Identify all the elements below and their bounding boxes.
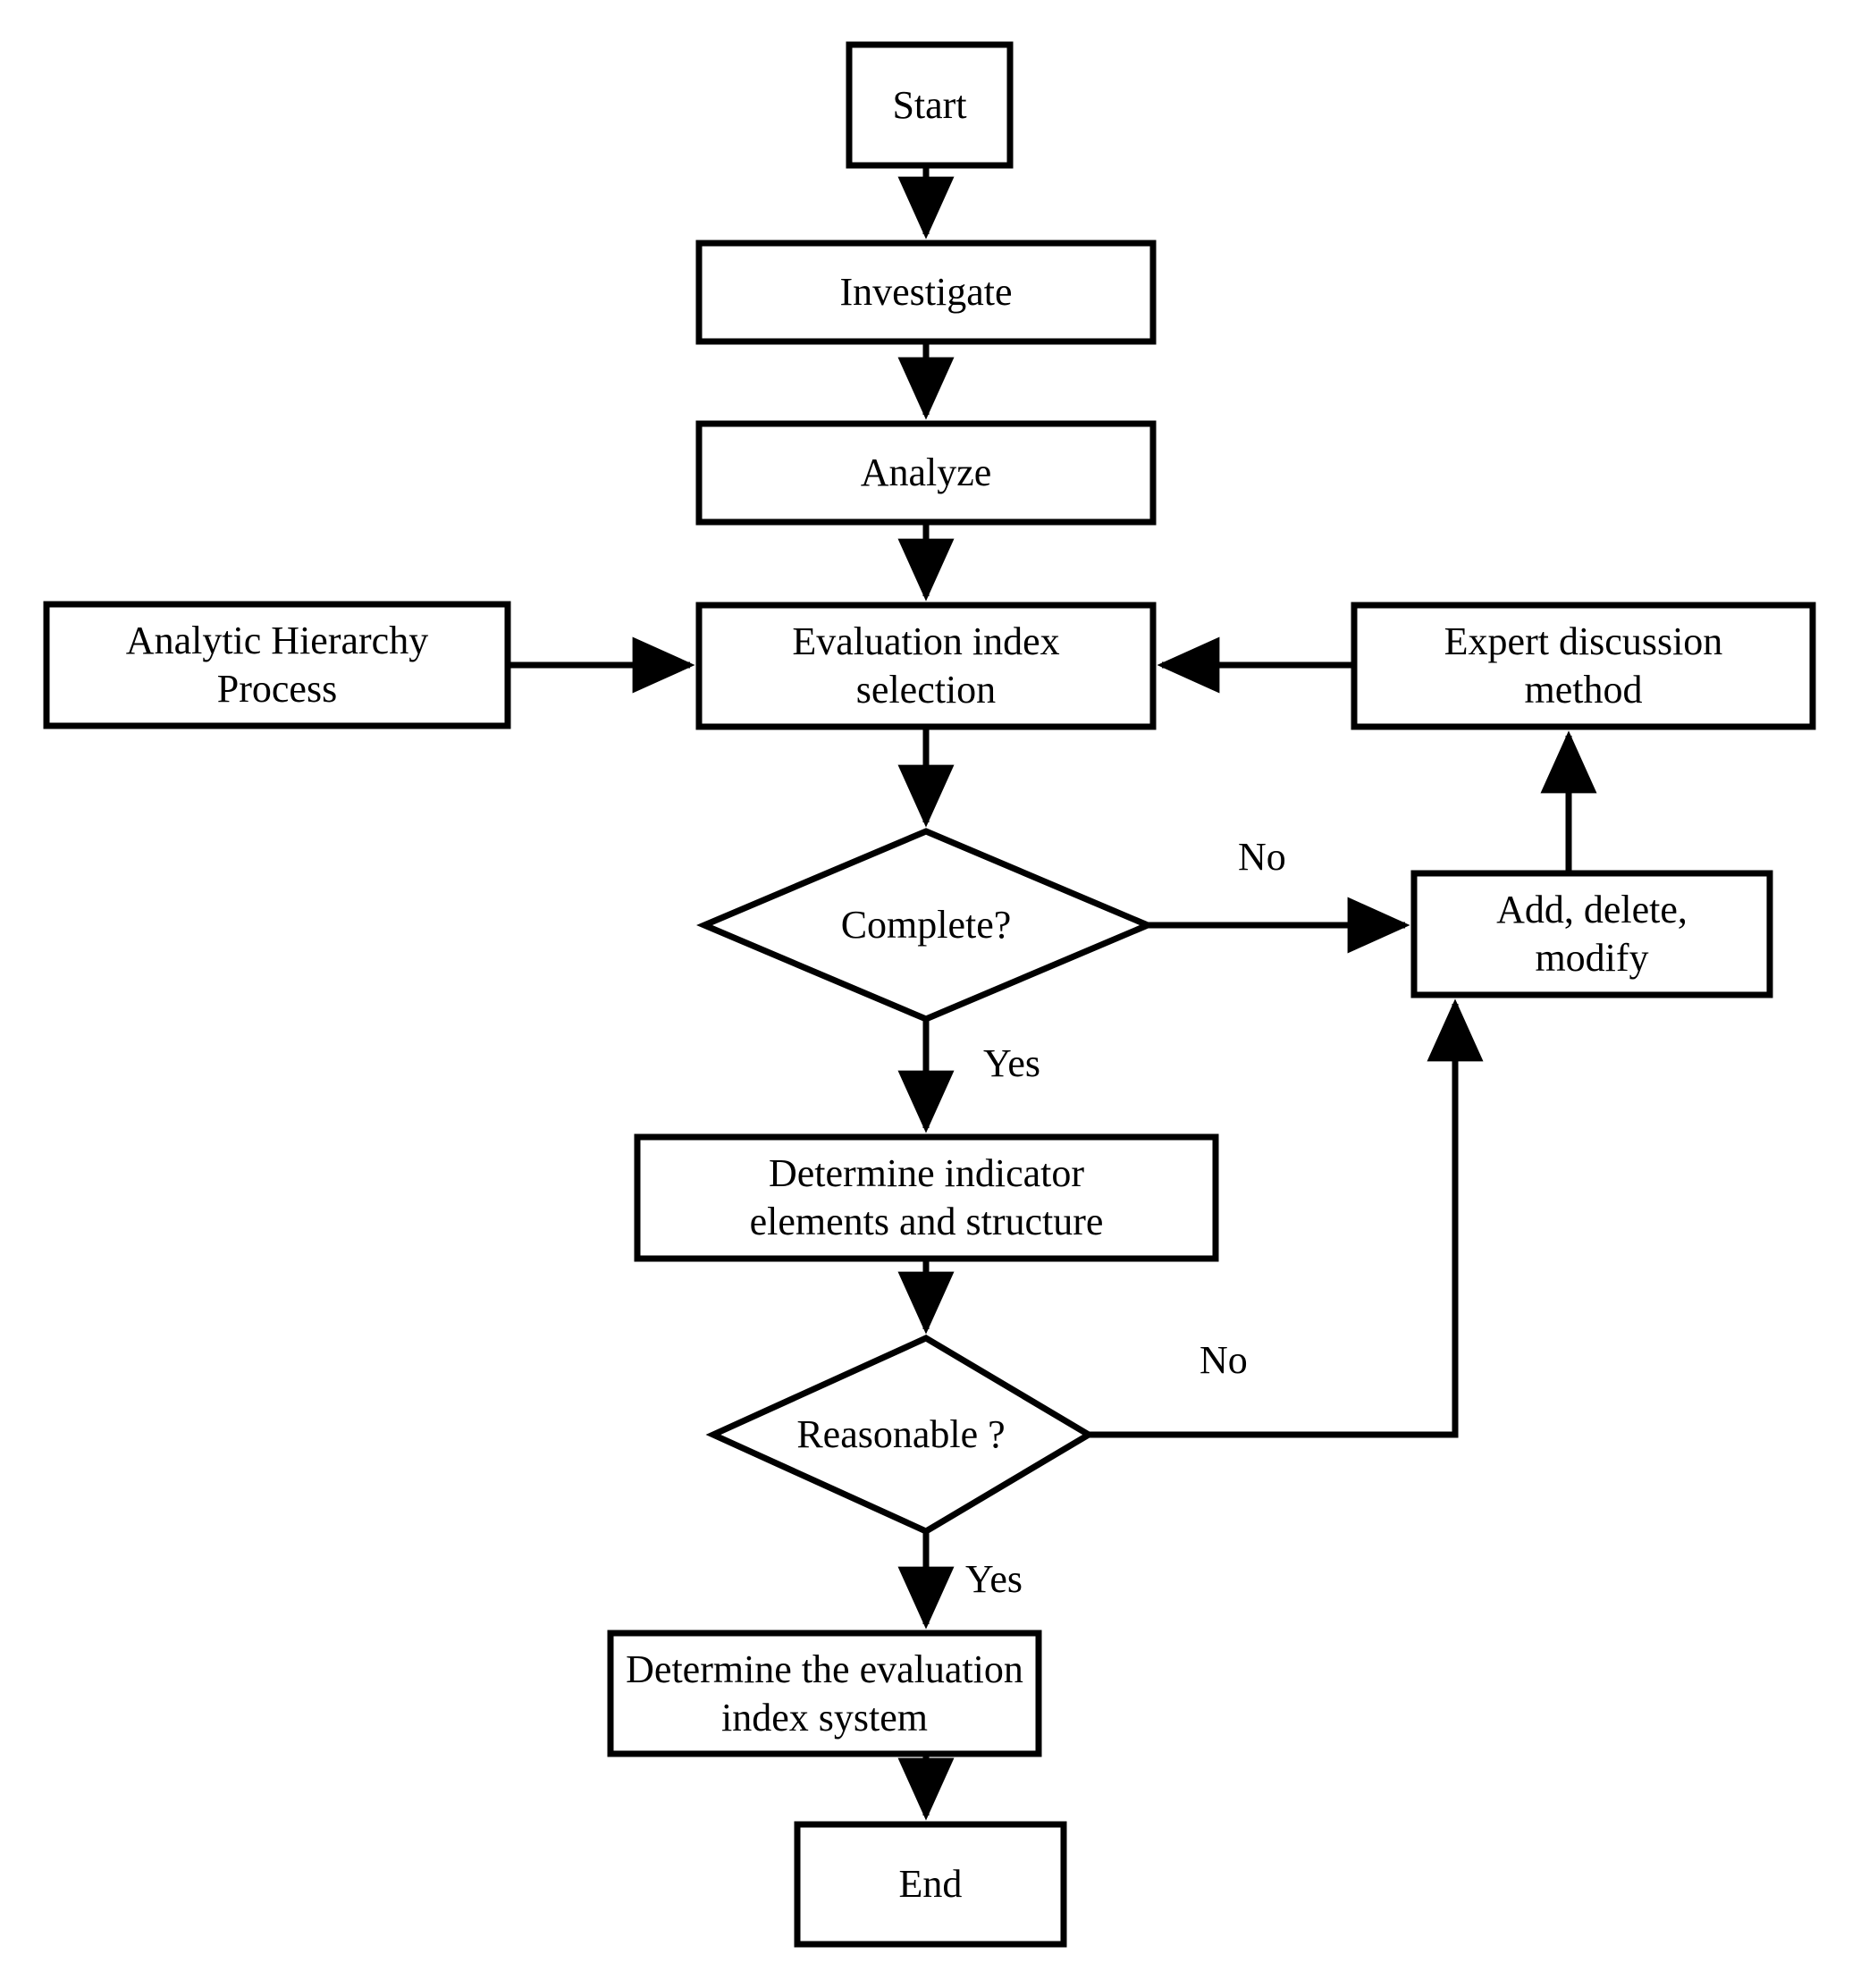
node-shape-investigate <box>695 240 1157 345</box>
edge-label-yes-complete: Yes <box>983 1041 1041 1085</box>
connector-reasonable-addmod <box>1089 998 1484 1438</box>
node-shape-evalindex <box>695 602 1157 730</box>
node-shape-complete <box>696 828 1156 1023</box>
node-shape-start <box>846 41 1014 169</box>
node-shape-addmod <box>1410 870 1773 998</box>
node-shape-reasonable <box>705 1335 1095 1535</box>
node-shape-analyze <box>695 420 1157 526</box>
node-shape-expert <box>1351 602 1816 730</box>
node-shape-ahp <box>43 601 511 729</box>
node-shape-end <box>794 1821 1067 1948</box>
edge-label-yes-reasonable: Yes <box>965 1557 1023 1601</box>
node-shape-indicator <box>634 1133 1219 1262</box>
edge-label-no-reasonable: No <box>1200 1338 1248 1382</box>
node-shape-indexsystem <box>607 1630 1042 1757</box>
edge-label-no-complete: No <box>1238 835 1286 879</box>
